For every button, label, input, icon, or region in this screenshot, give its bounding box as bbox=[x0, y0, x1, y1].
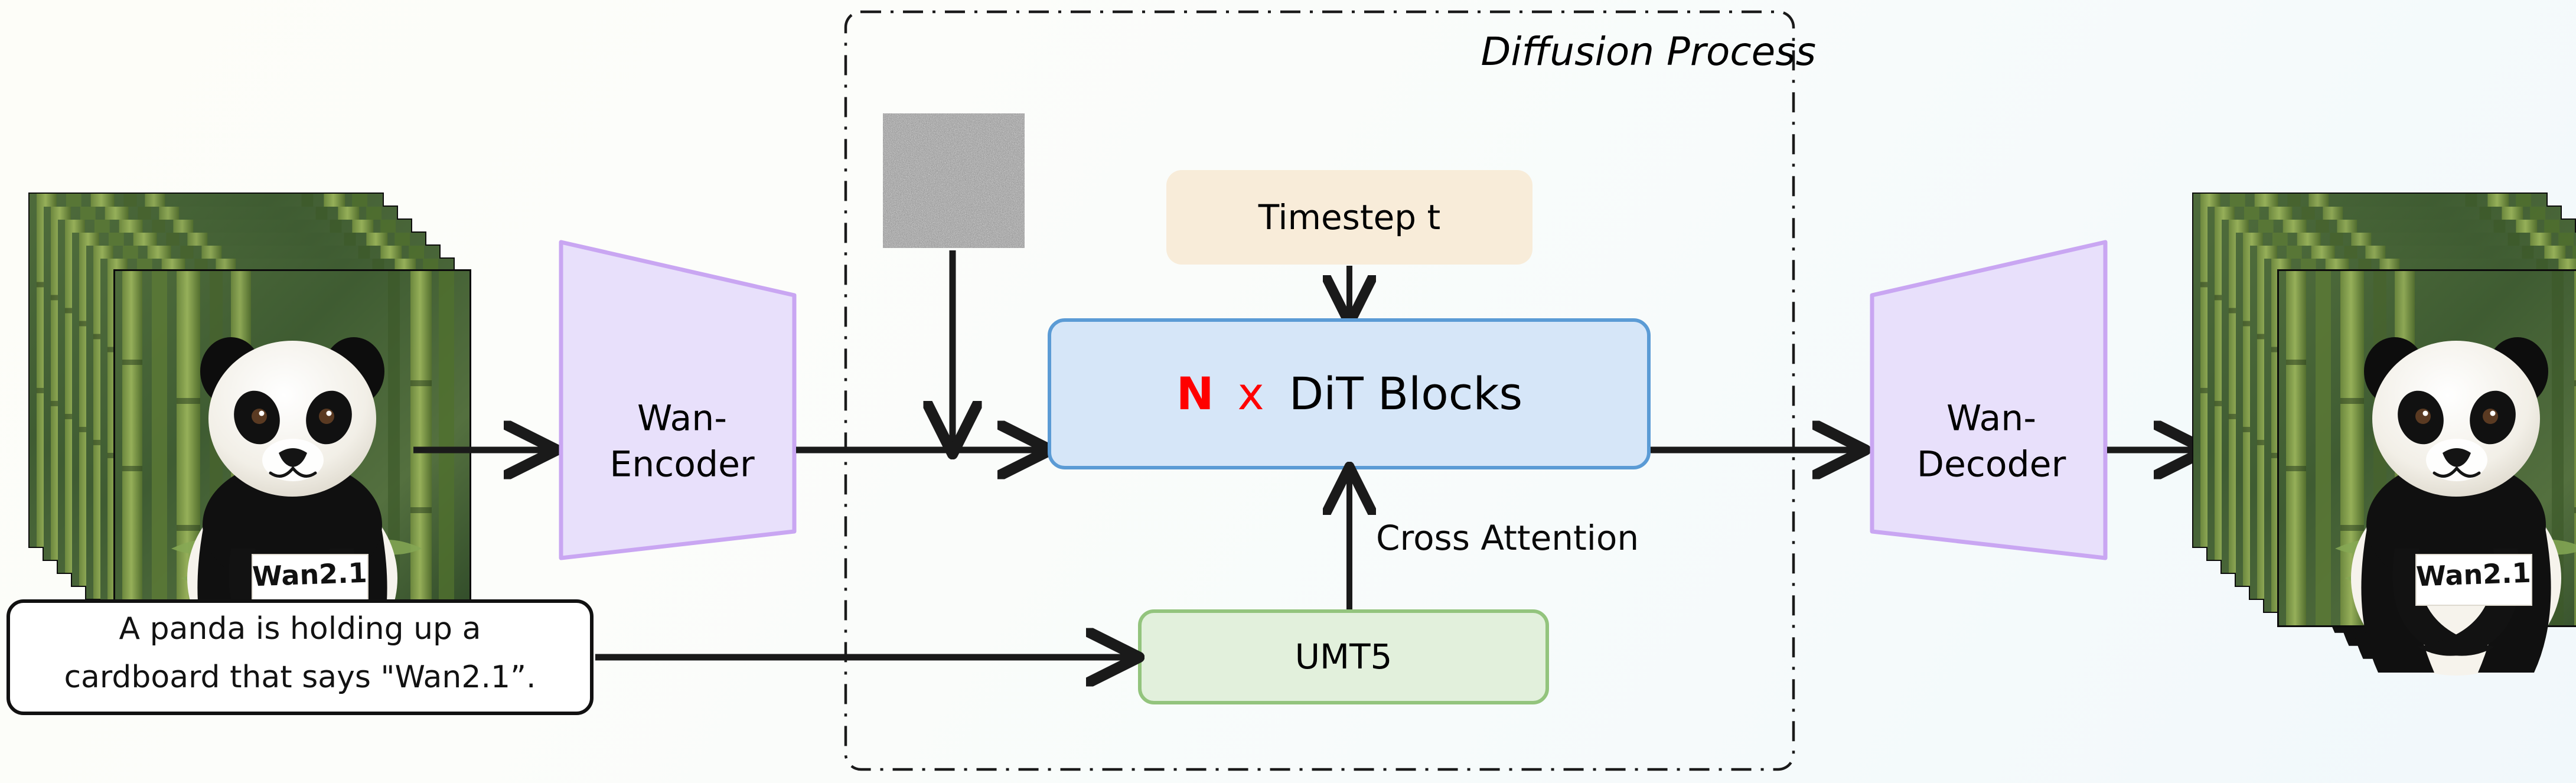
dit-blocks-text: DiT Blocks bbox=[1289, 367, 1522, 420]
wan-decoder-label-line2: Decoder bbox=[1917, 444, 2066, 485]
wan-decoder-shape bbox=[1870, 240, 2108, 560]
output-frame-stack bbox=[2192, 193, 2576, 676]
prompt-line-1: A panda is holding up a bbox=[119, 611, 481, 647]
dit-blocks-node[interactable]: N x DiT Blocks bbox=[1048, 318, 1651, 469]
prompt-line-2: cardboard that says "Wan2.1”. bbox=[64, 660, 536, 695]
cross-attention-label: Cross Attention bbox=[1376, 518, 1639, 558]
dit-repeat-count: N bbox=[1176, 367, 1214, 420]
frame-image-front-out bbox=[2279, 271, 2576, 676]
wan-decoder-node[interactable]: Wan- Decoder bbox=[1870, 240, 2108, 560]
gaussian-noise-patch bbox=[883, 113, 1025, 248]
timestep-node[interactable]: Timestep t bbox=[1166, 170, 1532, 265]
dit-multiply-sign: x bbox=[1238, 367, 1264, 420]
prompt-box-border bbox=[6, 599, 594, 715]
diffusion-process-group: Diffusion Process bbox=[844, 10, 1816, 771]
dit-blocks-label: N x DiT Blocks bbox=[1176, 367, 1522, 420]
diffusion-process-border bbox=[844, 10, 1795, 771]
wan-encoder-shape bbox=[559, 240, 797, 560]
input-frame-stack bbox=[28, 193, 471, 676]
timestep-box bbox=[1166, 170, 1532, 265]
timestep-label: Timestep t bbox=[1258, 197, 1441, 237]
wan-encoder-node[interactable]: Wan- Encoder bbox=[559, 240, 797, 560]
umt5-label: UMT5 bbox=[1295, 637, 1393, 677]
wan-encoder-label-line2: Encoder bbox=[609, 444, 755, 485]
diffusion-process-label: Diffusion Process bbox=[1481, 29, 1816, 74]
prompt-box[interactable]: A panda is holding up a cardboard that s… bbox=[6, 599, 594, 715]
umt5-node[interactable]: UMT5 bbox=[1138, 609, 1549, 704]
wan-encoder-label-line1: Wan- bbox=[637, 398, 727, 439]
wan-decoder-label-line1: Wan- bbox=[1946, 398, 2036, 439]
